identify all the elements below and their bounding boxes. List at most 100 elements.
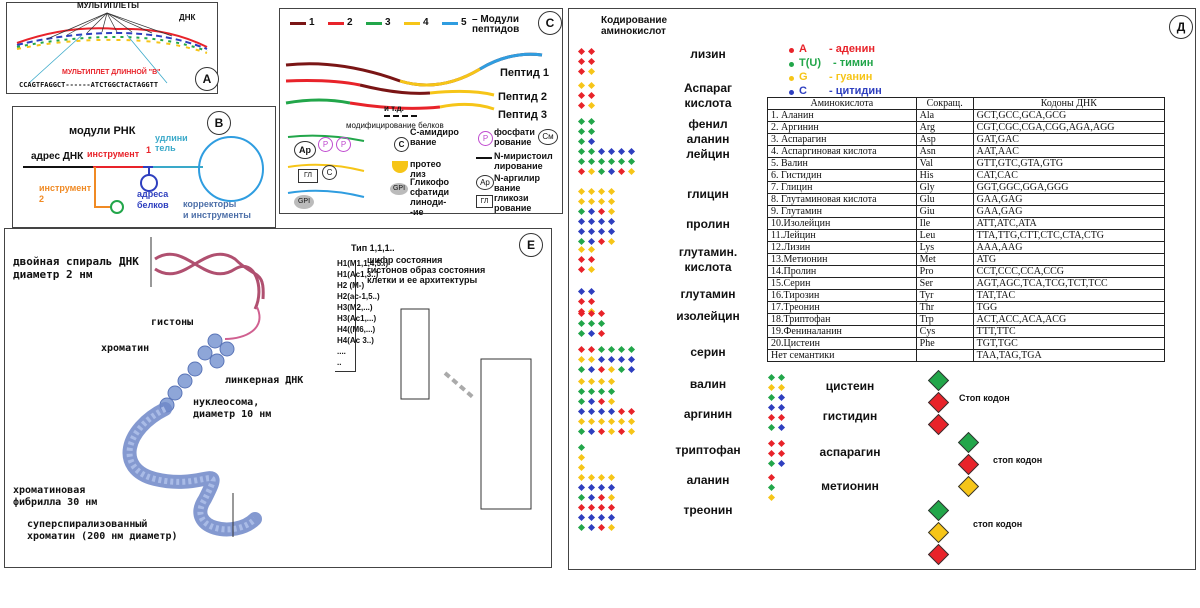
multiplets-diagram — [16, 12, 208, 84]
c-amid-label: С-амидиро вание — [410, 127, 459, 147]
panel-e: двойная спираль ДНК диаметр 2 нм гистоны… — [4, 228, 552, 568]
cell-codons: TGG — [972, 301, 1166, 314]
amino-acid-label: глицин — [687, 187, 729, 201]
cm-icon: См — [538, 129, 558, 145]
glycos-label: гликози рование — [494, 193, 532, 213]
cell-amino-acid: 10.Изолейцин — [767, 217, 917, 230]
legend-num-3: 3 — [385, 17, 391, 28]
rna-modules-title: модули РНК — [69, 125, 136, 137]
cell-amino-acid: 3. Аспарагин — [767, 133, 917, 146]
correctors-label: корректоры и инструменты — [183, 199, 251, 220]
amino-acid-label: треонин — [683, 503, 733, 517]
stop-codon-label-2: стоп кодон — [993, 455, 1043, 465]
cell-abbrev: Lys — [915, 241, 974, 254]
stop-nucleotide-T — [927, 499, 950, 522]
amino-acid-label: гистидин — [822, 409, 878, 423]
cell-abbrev: Glu — [915, 193, 974, 206]
cell-amino-acid: 16.Тирозин — [767, 289, 917, 302]
sequence-label: CCAGTFAGGCT------ATCTGGCTACTAGGTT — [19, 81, 159, 89]
cell-amino-acid: 12.Лизин — [767, 241, 917, 254]
cell-codons: ATT,ATC,ATA — [972, 217, 1166, 230]
cell-abbrev: Asp — [915, 133, 974, 146]
cell-abbrev: Thr — [915, 301, 974, 314]
cell-abbrev: Ser — [915, 277, 974, 290]
legend-bar-4 — [404, 22, 420, 25]
amino-acid-label: серин — [690, 345, 726, 359]
coding-title: Кодирование аминокислот — [601, 15, 668, 37]
legend-bar-5 — [442, 22, 458, 25]
codon-table-header: Аминокислота Сокращ. Кодоны ДНК — [767, 97, 1166, 110]
histone-item: H2 (M-) — [337, 281, 365, 290]
arginyl-icon: Ар — [476, 175, 494, 190]
amino-acid-label: валин — [689, 377, 727, 391]
stop-nucleotide-G — [957, 475, 980, 498]
stop-nucleotide-A — [927, 413, 950, 436]
legend-bar-2 — [328, 22, 344, 25]
legend-symbol: T(U) — [799, 57, 821, 69]
gpi-icon: GPI — [390, 183, 408, 195]
cell-amino-acid: 5. Валин — [767, 157, 917, 170]
legend-dot — [789, 90, 794, 95]
cell-amino-acid: 19.Фениналанин — [767, 325, 917, 338]
dna-address-label: адрес ДНК — [31, 151, 84, 162]
multiplet-long-label: МУЛЬТИПЛЕТ ДЛИННОЙ "В" — [62, 69, 161, 76]
stop-nucleotide-T — [957, 431, 980, 454]
cell-abbrev: Giu — [915, 205, 974, 218]
legend-name: - гуанин — [829, 71, 873, 83]
cell-codons: TTT,TTC — [972, 325, 1166, 338]
panel-b: модули РНК адрес ДНК инструмент 1 удлини… — [12, 106, 276, 228]
cell-amino-acid: 4. Аспаргиновая кислота — [767, 145, 917, 158]
amino-acid-label: глутамин. кислота — [678, 245, 738, 274]
histones-label: гистоны — [151, 317, 194, 328]
amino-acid-label: лизин — [690, 47, 726, 61]
amino-acid-label: аспарагин — [819, 445, 881, 459]
cell-codons: AGT,AGC,TCA,TCG,TCT,TCC — [972, 277, 1166, 290]
legend-name: - цитидин — [829, 85, 882, 97]
legend-bar-1 — [290, 22, 306, 25]
gpi-symbol: GPI — [294, 195, 314, 209]
cell-amino-acid: 7. Глицин — [767, 181, 917, 194]
cell-abbrev — [915, 349, 974, 362]
amino-acid-label: фенил аланин — [686, 117, 730, 146]
amino-acid-label: пролин — [686, 217, 730, 231]
myristoyl-label: N-миристоил лирование — [494, 151, 553, 171]
histone-item: H4(Ac 3..) — [337, 336, 374, 345]
histone-item: H2(ac-1,5..) — [337, 292, 380, 301]
rna-modules-diagram — [23, 136, 264, 214]
cell-amino-acid: 18.Триптофан — [767, 313, 917, 326]
cell-amino-acid: 14.Пролин — [767, 265, 917, 278]
cell-codons: CAT,CAC — [972, 169, 1166, 182]
cell-codons: GAT,GAC — [972, 133, 1166, 146]
cell-amino-acid: 2. Аргинин — [767, 121, 917, 134]
cell-codons: GGT,GGC,GGA,GGG — [972, 181, 1166, 194]
cell-abbrev: Pro — [915, 265, 974, 278]
fibril-label: хроматиновая фибрилла 30 нм — [13, 485, 98, 508]
etc-label: и т.д. — [384, 104, 404, 113]
panel-e-letter: Е — [519, 233, 543, 257]
amino-acid-label: триптофан — [675, 443, 741, 457]
legend-bar-3 — [366, 22, 382, 25]
cell-abbrev: Ile — [915, 217, 974, 230]
glycophos-label: Гликофо сфатиди линоди- -ие — [410, 177, 450, 217]
modification-label: модифицирование белков — [346, 121, 444, 130]
supercoiled-label: суперспирализованный хроматин (200 нм ди… — [27, 519, 178, 542]
amino-acid-label: цистеин — [825, 379, 875, 393]
linker-label: линкерная ДНК — [225, 375, 304, 386]
glycos-icon: ГЛ — [476, 195, 493, 208]
histone-item: .... — [337, 347, 346, 356]
panel-b-letter: В — [207, 111, 231, 135]
cell-abbrev: Gly — [915, 181, 974, 194]
cell-codons: ACT,ACC,ACA,ACG — [972, 313, 1166, 326]
cell-amino-acid: 1. Аланин — [767, 109, 917, 122]
stop-codon-label-3: стоп кодон — [973, 519, 1023, 529]
cell-abbrev: Ala — [915, 109, 974, 122]
